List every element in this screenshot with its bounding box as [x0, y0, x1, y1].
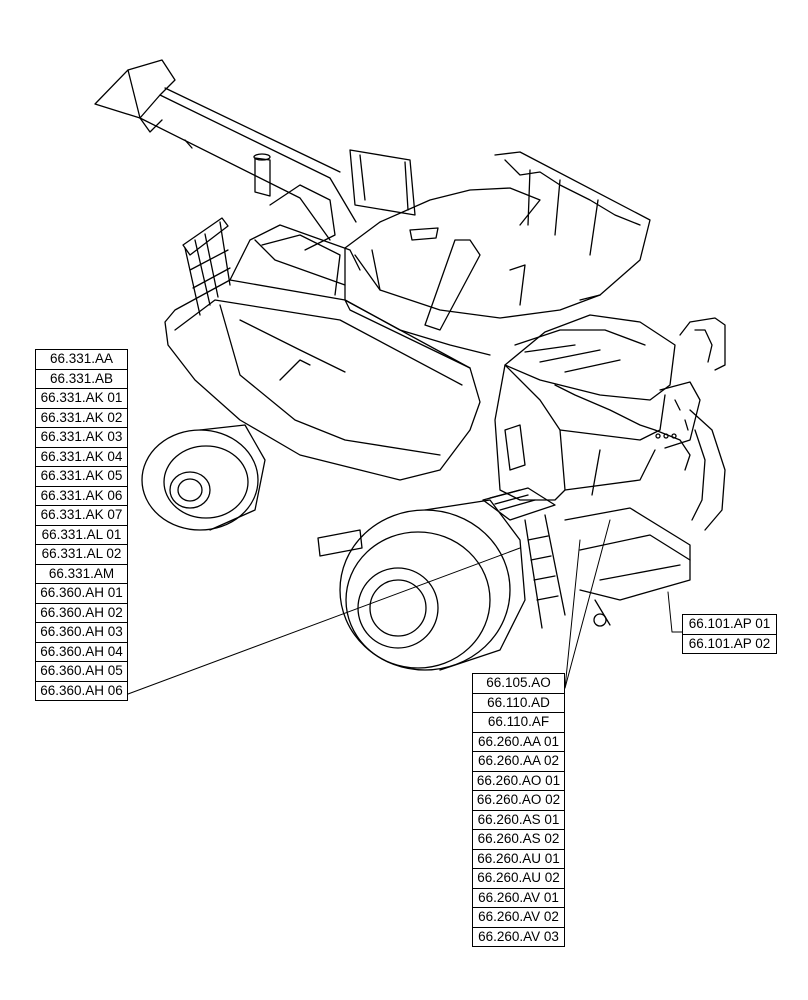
rear-wheel [141, 424, 266, 531]
callout-label[interactable]: 66.260.AS 01 [472, 809, 565, 830]
callout-label[interactable]: 66.101.AP 02 [682, 633, 777, 654]
callout-label[interactable]: 66.260.AV 02 [472, 907, 565, 928]
callout-label[interactable]: 66.331.AM [35, 563, 128, 584]
table-row: 66.360.AH 04 [35, 641, 128, 662]
table-row: 66.360.AH 05 [35, 661, 128, 682]
left-leader-line [127, 547, 521, 695]
callout-label[interactable]: 66.331.AB [35, 368, 128, 389]
combine-body [164, 149, 481, 481]
table-row: 66.331.AM [35, 563, 128, 584]
table-row: 66.331.AL 01 [35, 524, 128, 545]
callout-label[interactable]: 66.331.AK 01 [35, 388, 128, 409]
table-row: 66.331.AK 01 [35, 388, 128, 409]
table-row: 66.260.AV 03 [472, 926, 565, 947]
header-feeder [564, 507, 691, 627]
table-row: 66.331.AK 02 [35, 407, 128, 428]
callout-label[interactable]: 66.331.AK 06 [35, 485, 128, 506]
callout-label[interactable]: 66.360.AH 01 [35, 583, 128, 604]
table-row: 66.331.AK 03 [35, 427, 128, 448]
table-row: 66.101.AP 02 [682, 633, 777, 654]
front-equipment [654, 317, 726, 471]
leader-lines [127, 519, 683, 695]
table-row: 66.260.AO 02 [472, 790, 565, 811]
callout-label[interactable]: 66.260.AA 02 [472, 751, 565, 772]
rear-railing [182, 217, 231, 316]
table-row: 66.331.AK 06 [35, 485, 128, 506]
bottom-leader-line-b [564, 519, 611, 689]
table-row: 66.331.AK 04 [35, 446, 128, 467]
exhaust-stack [253, 153, 271, 197]
table-row: 66.360.AH 01 [35, 583, 128, 604]
grain-tank [344, 151, 651, 356]
table-row: 66.331.AA [35, 349, 128, 370]
callout-label[interactable]: 66.260.AV 03 [472, 926, 565, 947]
callout-label[interactable]: 66.105.AO [472, 673, 565, 694]
callout-label[interactable]: 66.260.AU 01 [472, 848, 565, 869]
table-row: 66.105.AO [472, 673, 565, 694]
callout-label[interactable]: 66.331.AA [35, 349, 128, 370]
table-row: 66.110.AF [472, 712, 565, 733]
callout-table-left: 66.331.AA 66.331.AB 66.331.AK 01 66.331.… [35, 349, 128, 701]
table-row: 66.260.AV 02 [472, 907, 565, 928]
table-row: 66.260.AA 01 [472, 731, 565, 752]
right-leader-line [667, 591, 683, 633]
callout-label[interactable]: 66.360.AH 02 [35, 602, 128, 623]
callout-label[interactable]: 66.360.AH 03 [35, 622, 128, 643]
bottom-leader-line-a [564, 539, 581, 689]
table-row: 66.260.AU 02 [472, 868, 565, 889]
callout-label[interactable]: 66.331.AK 02 [35, 407, 128, 428]
access-ladder [317, 424, 566, 629]
table-row: 66.260.AS 02 [472, 829, 565, 850]
callout-label[interactable]: 66.331.AL 02 [35, 544, 128, 565]
callout-label[interactable]: 66.260.AU 02 [472, 868, 565, 889]
callout-label[interactable]: 66.360.AH 04 [35, 641, 128, 662]
callout-label[interactable]: 66.360.AH 05 [35, 661, 128, 682]
callout-label[interactable]: 66.110.AD [472, 692, 565, 713]
callout-label[interactable]: 66.260.AA 01 [472, 731, 565, 752]
callout-label[interactable]: 66.331.AK 07 [35, 505, 128, 526]
callout-label[interactable]: 66.360.AH 06 [35, 680, 128, 701]
table-row: 66.331.AK 05 [35, 466, 128, 487]
callout-label[interactable]: 66.331.AK 03 [35, 427, 128, 448]
table-row: 66.110.AD [472, 692, 565, 713]
table-row: 66.260.AU 01 [472, 848, 565, 869]
callout-table-bottom: 66.105.AO 66.110.AD 66.110.AF 66.260.AA … [472, 673, 565, 947]
table-row: 66.101.AP 01 [682, 614, 777, 635]
callout-label[interactable]: 66.260.AS 02 [472, 829, 565, 850]
table-row: 66.260.AS 01 [472, 809, 565, 830]
table-row: 66.260.AA 02 [472, 751, 565, 772]
table-row: 66.360.AH 03 [35, 622, 128, 643]
callout-label[interactable]: 66.331.AL 01 [35, 524, 128, 545]
table-row: 66.260.AO 01 [472, 770, 565, 791]
callout-label[interactable]: 66.260.AV 01 [472, 887, 565, 908]
table-row: 66.260.AV 01 [472, 887, 565, 908]
callout-label[interactable]: 66.331.AK 04 [35, 446, 128, 467]
table-row: 66.360.AH 02 [35, 602, 128, 623]
table-row: 66.360.AH 06 [35, 680, 128, 701]
table-row: 66.331.AB [35, 368, 128, 389]
front-right-wheel [689, 409, 726, 531]
operator-cab [494, 314, 676, 501]
callout-label[interactable]: 66.110.AF [472, 712, 565, 733]
callout-label[interactable]: 66.101.AP 01 [682, 614, 777, 635]
callout-label[interactable]: 66.331.AK 05 [35, 466, 128, 487]
callout-label[interactable]: 66.260.AO 01 [472, 770, 565, 791]
front-wheel [339, 499, 526, 671]
unloading-auger [94, 59, 357, 241]
callout-label[interactable]: 66.260.AO 02 [472, 790, 565, 811]
table-row: 66.331.AK 07 [35, 505, 128, 526]
table-row: 66.331.AL 02 [35, 544, 128, 565]
callout-table-right: 66.101.AP 01 66.101.AP 02 [682, 614, 777, 654]
